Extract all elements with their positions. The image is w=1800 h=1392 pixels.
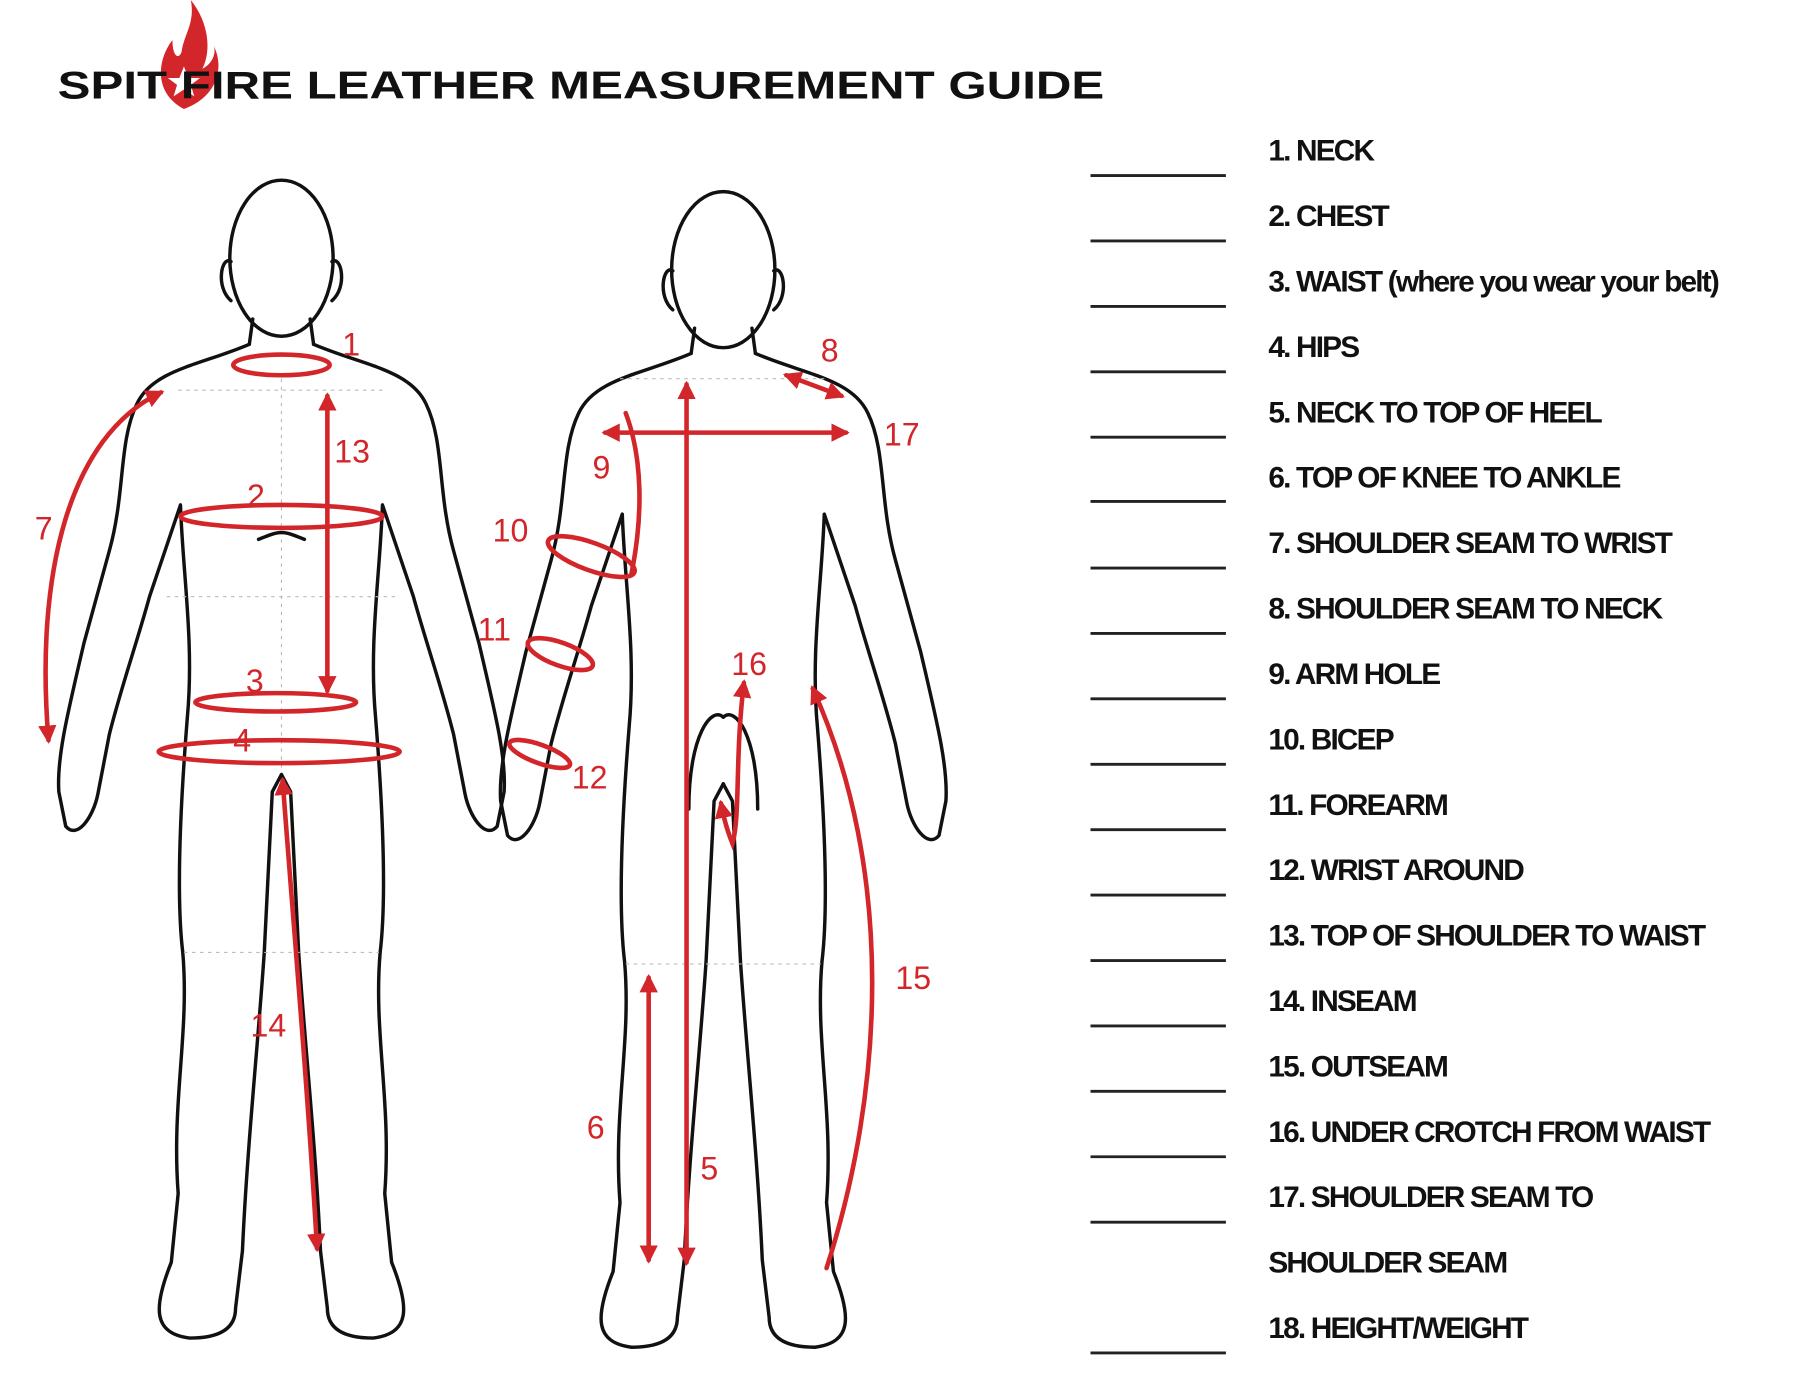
- measurement-label: 9. ARM HOLE: [1268, 658, 1440, 691]
- measurement-row: SHOULDER SEAM: [1268, 1247, 1508, 1280]
- measurement-label: 3. WAIST (where you wear your belt): [1268, 265, 1718, 298]
- measurement-row: 11. FOREARM: [1090, 789, 1449, 832]
- front-measurement-marks: [38, 352, 402, 1253]
- label-1: 1: [342, 327, 360, 363]
- measurement-row: 13. TOP OF SHOULDER TO WAIST: [1090, 920, 1708, 962]
- label-15: 15: [895, 960, 931, 996]
- measurement-label: 1. NECK: [1268, 135, 1375, 168]
- measurement-label: 2. CHEST: [1268, 200, 1389, 233]
- measurement-number-labels: 1 2 3 4 7 13 14 8 17 9 10 11 12 16 15 6 …: [35, 327, 931, 1187]
- label-5: 5: [700, 1151, 718, 1187]
- measurement-row: 9. ARM HOLE: [1090, 658, 1442, 701]
- label-14: 14: [250, 1007, 286, 1043]
- brand-logo-flame-icon: [160, 0, 219, 110]
- label-16: 16: [731, 646, 767, 682]
- label-17: 17: [884, 416, 920, 452]
- measurement-label: 7. SHOULDER SEAM TO WRIST: [1268, 527, 1672, 560]
- label-11: 11: [478, 611, 511, 647]
- measurement-row: 14. INSEAM: [1090, 985, 1418, 1028]
- page-title: SPIT FIRE LEATHER MEASUREMENT GUIDE: [58, 65, 1105, 108]
- label-2: 2: [247, 478, 265, 514]
- measurement-label: 10. BICEP: [1268, 723, 1393, 756]
- back-measurement-marks: [507, 371, 875, 1271]
- measurement-row: 12. WRIST AROUND: [1090, 854, 1526, 897]
- measurement-row: 2. CHEST: [1090, 200, 1391, 243]
- label-3: 3: [246, 663, 264, 699]
- measurement-row: 17. SHOULDER SEAM TO: [1090, 1181, 1595, 1224]
- measurement-label: 11. FOREARM: [1268, 789, 1447, 822]
- measurement-row: 5. NECK TO TOP OF HEEL: [1090, 396, 1604, 439]
- measurement-row: 10. BICEP: [1090, 723, 1396, 766]
- measurement-label: 8. SHOULDER SEAM TO NECK: [1268, 593, 1663, 626]
- measurement-label: SHOULDER SEAM: [1268, 1247, 1506, 1280]
- measurement-label: 13. TOP OF SHOULDER TO WAIST: [1268, 920, 1705, 953]
- measurement-row: 1. NECK: [1090, 135, 1377, 178]
- label-13: 13: [334, 433, 370, 469]
- measurement-label: 14. INSEAM: [1268, 985, 1415, 1018]
- measurement-row: 15. OUTSEAM: [1090, 1050, 1449, 1093]
- measurement-row: 7. SHOULDER SEAM TO WRIST: [1090, 527, 1674, 570]
- label-4: 4: [233, 723, 251, 759]
- measurement-row: 4. HIPS: [1090, 331, 1361, 374]
- measurement-label: 15. OUTSEAM: [1268, 1050, 1447, 1083]
- label-8: 8: [821, 332, 839, 368]
- measurement-row: 8. SHOULDER SEAM TO NECK: [1090, 593, 1665, 635]
- measurement-label: 18. HEIGHT/WEIGHT: [1268, 1312, 1528, 1345]
- measurement-label: 17. SHOULDER SEAM TO: [1268, 1181, 1593, 1214]
- label-7: 7: [35, 510, 53, 546]
- measurement-label: 12. WRIST AROUND: [1268, 854, 1524, 887]
- measurement-row: 3. WAIST (where you wear your belt): [1090, 265, 1721, 308]
- measurement-label: 6. TOP OF KNEE TO ANKLE: [1268, 462, 1620, 495]
- label-6: 6: [587, 1109, 605, 1145]
- measurement-label: 5. NECK TO TOP OF HEEL: [1268, 396, 1602, 429]
- measurement-row: 18. HEIGHT/WEIGHT: [1090, 1312, 1531, 1355]
- label-9: 9: [592, 450, 610, 486]
- measurement-row: 6. TOP OF KNEE TO ANKLE: [1090, 462, 1622, 503]
- label-10: 10: [493, 513, 529, 549]
- measurement-list: 1. NECK 2. CHEST 3. WAIST (where you wear …: [1090, 135, 1721, 1355]
- measurement-row: 16. UNDER CROTCH FROM WAIST: [1090, 1116, 1713, 1159]
- measurement-label: 4. HIPS: [1268, 331, 1359, 364]
- measurement-label: 16. UNDER CROTCH FROM WAIST: [1268, 1116, 1711, 1149]
- label-12: 12: [572, 759, 608, 795]
